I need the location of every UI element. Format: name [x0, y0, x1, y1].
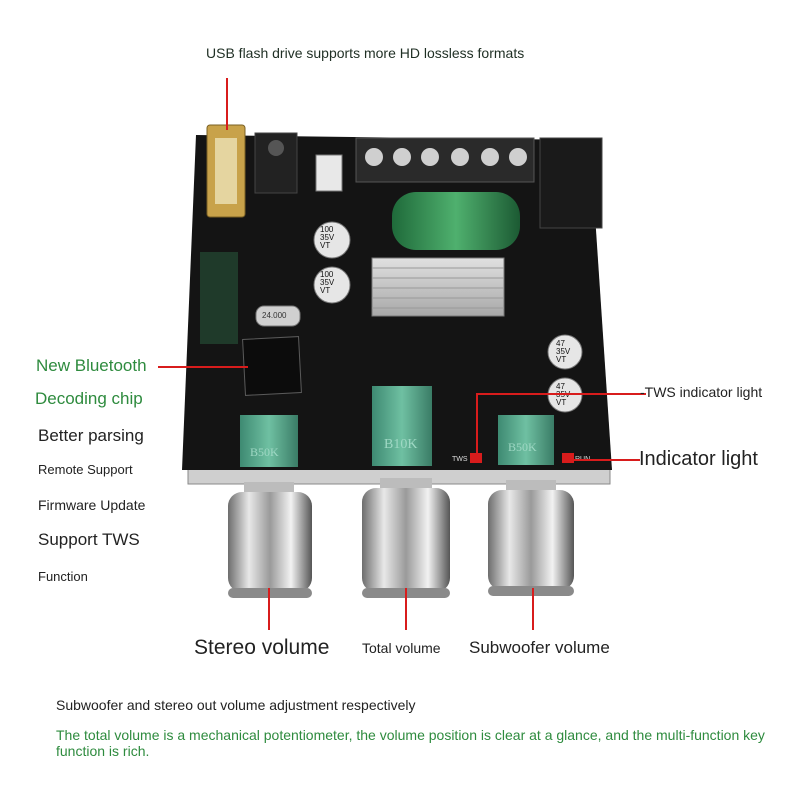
subwoofer-volume-label: Subwoofer volume: [469, 638, 610, 657]
indicator-light-label: Indicator light: [639, 448, 758, 470]
usb-port: [206, 124, 246, 218]
subwoofer-pointer-line: [532, 588, 534, 630]
header-connector: [315, 154, 343, 192]
tws-marking: TWS: [452, 456, 468, 463]
cap4-marking: 47 35V VT: [556, 382, 570, 407]
run-led: [562, 453, 574, 463]
cap-47-a: [547, 334, 583, 370]
support-tws-label: Support TWS: [38, 530, 140, 549]
pot-mid-marking: B10K: [384, 437, 418, 452]
firmware-update-label: Firmware Update: [38, 497, 146, 513]
indicator-pointer-line: [568, 459, 640, 461]
usb-label: USB flash drive supports more HD lossles…: [206, 45, 525, 61]
knob-total: [362, 478, 450, 598]
pot-mid: [372, 386, 432, 466]
cap-100-a: [313, 221, 351, 259]
stereo-pointer-line: [268, 588, 270, 630]
main-capacitor: [392, 192, 520, 250]
pot-right: [498, 415, 554, 465]
usb-pointer-line: [226, 78, 228, 130]
tws-led: [470, 453, 482, 463]
crystal-marking: 24.000: [262, 311, 287, 320]
tws-pointer-v: [476, 393, 478, 455]
audio-jack: [254, 132, 298, 194]
new-bluetooth-label: New Bluetooth: [36, 356, 147, 375]
tws-pointer-h: [476, 393, 646, 395]
cap-100-b: [313, 266, 351, 304]
crystal-oscillator: [255, 305, 301, 327]
knob-stereo: [228, 482, 312, 598]
better-parsing-label: Better parsing: [38, 426, 144, 445]
decoding-chip: [242, 336, 302, 396]
pot-left: [240, 415, 298, 467]
cap-47-b: [547, 377, 583, 413]
function-label: Function: [38, 569, 88, 584]
total-pointer-line: [405, 588, 407, 630]
cap3-marking: 47 35V VT: [556, 339, 571, 364]
screw-terminal: [355, 137, 535, 183]
pot-left-marking: B50K: [250, 445, 279, 459]
stereo-volume-label: Stereo volume: [194, 636, 330, 659]
bluetooth-antenna: [200, 252, 238, 344]
tws-indicator-label: -TWS indicator light: [640, 384, 763, 400]
bluetooth-pointer-line: [158, 366, 248, 368]
knob-subwoofer: [488, 480, 574, 596]
total-volume-label: Total volume: [362, 640, 441, 656]
caption-mechanical-pot: The total volume is a mechanical potenti…: [56, 727, 765, 759]
decoding-chip-label: Decoding chip: [35, 389, 143, 408]
cap1-marking: 100 35V VT: [320, 225, 335, 250]
dc-jack: [539, 137, 603, 229]
pot-right-marking: B50K: [508, 440, 537, 454]
heatsink: [371, 257, 505, 317]
remote-support-label: Remote Support: [38, 462, 133, 477]
caption-adjustment: Subwoofer and stereo out volume adjustme…: [56, 697, 416, 713]
cap2-marking: 100 35V VT: [320, 270, 335, 295]
